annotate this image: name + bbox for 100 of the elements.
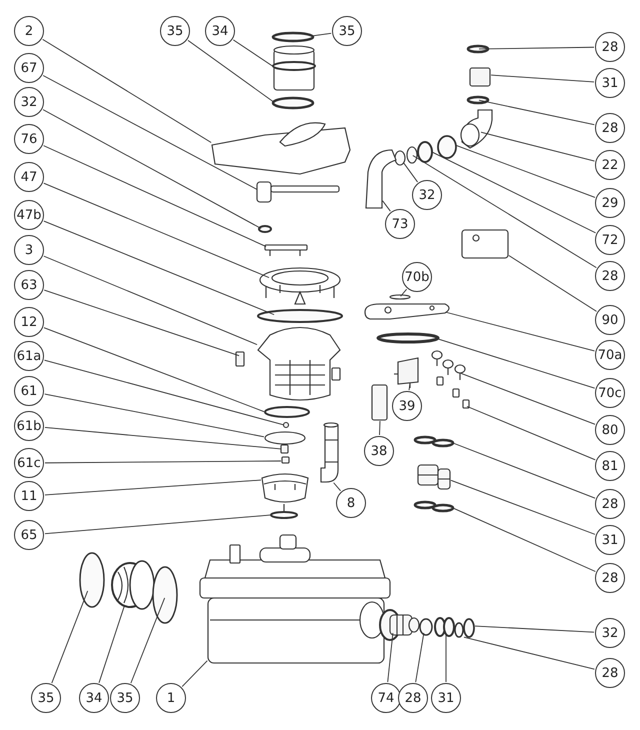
- leader-line: [43, 220, 275, 316]
- leader-line: [44, 394, 264, 438]
- leader-line: [387, 632, 394, 683]
- ring-drawing: [406, 146, 418, 164]
- leader-line: [403, 162, 418, 182]
- outlet-drawing: [379, 609, 420, 641]
- callout-number: 11: [14, 481, 44, 511]
- ring-drawing: [272, 32, 314, 42]
- callout-number: 29: [595, 188, 625, 218]
- leader-line: [42, 109, 262, 229]
- cover-drawing: [261, 473, 309, 503]
- leader-line: [453, 508, 596, 572]
- leader-line: [490, 74, 594, 82]
- spacer-drawing: [281, 456, 290, 464]
- pad-drawing: [235, 351, 245, 367]
- callout-number: 34: [79, 683, 109, 713]
- bracket-drawing: [264, 244, 308, 257]
- callout-number: 47b: [14, 200, 44, 230]
- callout-number: 31: [431, 683, 461, 713]
- control-box-drawing: [461, 229, 509, 259]
- leader-line: [478, 46, 594, 50]
- leader-line: [379, 420, 380, 436]
- callout-number: 61b: [14, 411, 44, 441]
- callout-number: 74: [371, 683, 401, 713]
- callout-number: 38: [364, 436, 394, 466]
- leader-line: [432, 152, 596, 234]
- leader-line: [232, 39, 274, 67]
- callout-number: 35: [160, 16, 190, 46]
- leader-line: [44, 460, 282, 464]
- leader-line: [312, 32, 332, 36]
- leader-line: [182, 660, 208, 687]
- leader-line: [98, 604, 126, 684]
- callout-number: 67: [14, 53, 44, 83]
- callout-number: 63: [14, 270, 44, 300]
- leader-line: [44, 327, 265, 412]
- callout-number: 39: [392, 391, 422, 421]
- leader-line: [480, 132, 595, 162]
- callout-number: 65: [14, 520, 44, 550]
- lever-drawing: [256, 181, 340, 203]
- callout-number: 34: [205, 16, 235, 46]
- callout-number: 32: [412, 180, 442, 210]
- nut-drawing: [280, 444, 289, 454]
- callout-number: 1: [156, 683, 186, 713]
- sleeve-drawing: [469, 67, 491, 87]
- callout-number: 2: [14, 16, 44, 46]
- leader-line: [382, 200, 391, 212]
- ring-drawing: [272, 96, 314, 110]
- leader-line: [412, 155, 597, 268]
- callout-number: 61a: [14, 341, 44, 371]
- leader-line: [508, 255, 597, 312]
- callout-number: 28: [595, 113, 625, 143]
- ring-drawing: [264, 406, 310, 418]
- ring-drawing: [463, 618, 475, 638]
- coupling-drawing: [272, 45, 316, 91]
- leader-line: [478, 100, 595, 126]
- callout-number: 47: [14, 162, 44, 192]
- basket-drawing: [257, 326, 341, 401]
- callout-number: 22: [595, 150, 625, 180]
- leader-line: [188, 40, 275, 103]
- leader-line: [400, 288, 408, 297]
- leader-line: [446, 312, 595, 352]
- callout-number: 28: [595, 563, 625, 593]
- leader-line: [44, 480, 262, 496]
- callout-number: 90: [595, 305, 625, 335]
- ring-pair-drawing: [414, 500, 454, 512]
- callout-number: 70a: [595, 340, 625, 370]
- leader-line: [474, 626, 594, 633]
- ring-drawing: [454, 622, 464, 638]
- seal-drawing: [376, 332, 440, 344]
- knob-drawing: [431, 350, 466, 380]
- callout-number: 28: [595, 658, 625, 688]
- ring-drawing: [394, 150, 406, 166]
- leader-line: [42, 75, 258, 190]
- plate-drawing: [364, 303, 450, 320]
- leader-line: [44, 290, 240, 356]
- callout-number: 28: [595, 32, 625, 62]
- sleeve-pair-drawing: [417, 464, 451, 490]
- callout-number: 31: [595, 525, 625, 555]
- callout-number: 80: [595, 415, 625, 445]
- ring-drawing: [152, 566, 178, 624]
- callout-number: 72: [595, 225, 625, 255]
- leader-line: [453, 442, 596, 499]
- ring-drawing: [419, 618, 433, 636]
- ring-drawing: [257, 309, 343, 323]
- leader-line: [44, 514, 270, 534]
- callout-number: 3: [14, 235, 44, 265]
- leader-line: [436, 338, 596, 389]
- callout-number: 28: [595, 489, 625, 519]
- leader-line: [51, 590, 88, 684]
- ring-drawing: [466, 96, 490, 104]
- screw-drawing: [436, 376, 470, 409]
- leader-line: [44, 427, 282, 450]
- leader-line: [43, 145, 267, 248]
- leader-line: [42, 38, 212, 143]
- callout-number: 70b: [402, 262, 432, 292]
- leader-line: [408, 384, 410, 391]
- callout-number: 81: [595, 451, 625, 481]
- leader-line: [43, 182, 270, 278]
- callout-number: 32: [595, 618, 625, 648]
- washer-drawing: [282, 422, 290, 428]
